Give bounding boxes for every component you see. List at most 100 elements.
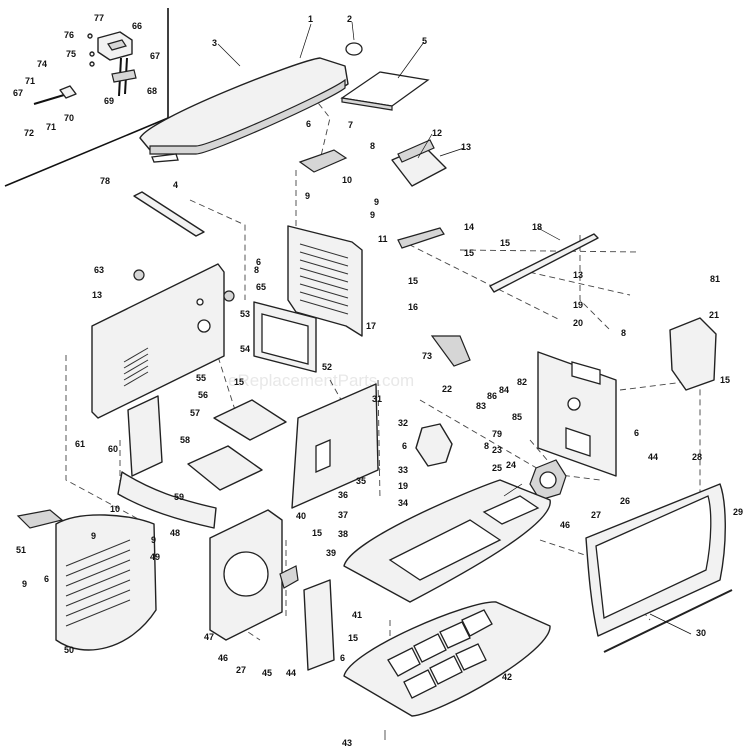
callout-6f: 6 bbox=[44, 574, 49, 584]
callout-20: 20 bbox=[573, 318, 583, 328]
callout-9d: 9 bbox=[91, 531, 96, 541]
callout-57: 57 bbox=[190, 408, 200, 418]
callout-15c: 15 bbox=[408, 276, 418, 286]
callout-6a: 6 bbox=[306, 119, 311, 129]
callout-53: 53 bbox=[240, 309, 250, 319]
callout-15a: 15 bbox=[464, 248, 474, 258]
callout-24: 24 bbox=[506, 460, 516, 470]
callout-86: 86 bbox=[487, 391, 497, 401]
callout-67a: 67 bbox=[150, 51, 160, 61]
grille-panel-17 bbox=[287, 225, 363, 337]
callout-13b: 13 bbox=[92, 290, 102, 300]
callout-18: 18 bbox=[532, 222, 542, 232]
filter-24-core bbox=[539, 471, 557, 489]
cap-2 bbox=[345, 42, 363, 56]
callout-56: 56 bbox=[198, 390, 208, 400]
callout-9c: 9 bbox=[370, 210, 375, 220]
handle-73 bbox=[430, 335, 471, 367]
callout-67b: 67 bbox=[13, 88, 23, 98]
callout-58: 58 bbox=[180, 435, 190, 445]
callout-82: 82 bbox=[517, 377, 527, 387]
callout-76: 76 bbox=[64, 30, 74, 40]
callout-50: 50 bbox=[64, 645, 74, 655]
callout-32: 32 bbox=[398, 418, 408, 428]
callout-79: 79 bbox=[492, 429, 502, 439]
callout-74: 74 bbox=[37, 59, 47, 69]
bracket-14 bbox=[397, 227, 445, 249]
callout-25: 25 bbox=[492, 463, 502, 473]
callout-23: 23 bbox=[492, 445, 502, 455]
callout-75: 75 bbox=[66, 49, 76, 59]
callout-37: 37 bbox=[338, 510, 348, 520]
gasket-30 bbox=[603, 589, 733, 653]
callout-8b: 8 bbox=[254, 265, 259, 275]
callout-35: 35 bbox=[356, 476, 366, 486]
bracket-41 bbox=[303, 579, 335, 671]
callout-84: 84 bbox=[499, 385, 509, 395]
callout-61: 61 bbox=[75, 439, 85, 449]
callout-7: 7 bbox=[348, 120, 353, 130]
insulation-31 bbox=[291, 383, 379, 509]
callout-78: 78 bbox=[100, 176, 110, 186]
callout-39: 39 bbox=[326, 548, 336, 558]
callout-15d: 15 bbox=[234, 377, 244, 387]
watermark: eReplacementParts.com bbox=[228, 371, 414, 390]
callout-6d: 6 bbox=[634, 428, 639, 438]
front-panel-50 bbox=[55, 514, 157, 651]
callout-14: 14 bbox=[464, 222, 474, 232]
insulation-pad-5-edge bbox=[341, 97, 393, 111]
door-29 bbox=[585, 483, 726, 637]
callout-54: 54 bbox=[240, 344, 250, 354]
callout-27a: 27 bbox=[591, 510, 601, 520]
callout-6b: 6 bbox=[256, 257, 261, 267]
callout-13c: 13 bbox=[573, 270, 583, 280]
callout-19a: 19 bbox=[573, 300, 583, 310]
callout-5: 5 bbox=[422, 36, 427, 46]
callout-26: 26 bbox=[620, 496, 630, 506]
tray-58 bbox=[187, 445, 263, 491]
callout-46b: 46 bbox=[218, 653, 228, 663]
callout-16: 16 bbox=[408, 302, 418, 312]
callout-9f: 9 bbox=[22, 579, 27, 589]
callout-44a: 44 bbox=[648, 452, 658, 462]
grommet-65 bbox=[223, 290, 235, 302]
callout-59: 59 bbox=[174, 492, 184, 502]
callout-49: 49 bbox=[150, 552, 160, 562]
callout-9b: 9 bbox=[374, 197, 379, 207]
callout-8a: 8 bbox=[370, 141, 375, 151]
callout-43: 43 bbox=[342, 738, 352, 748]
callout-4: 4 bbox=[173, 180, 178, 190]
top-cover bbox=[139, 57, 349, 155]
callout-83: 83 bbox=[476, 401, 486, 411]
callout-81: 81 bbox=[710, 274, 720, 284]
callout-36: 36 bbox=[338, 490, 348, 500]
callout-30: 30 bbox=[696, 628, 706, 638]
callout-10b: 10 bbox=[110, 504, 120, 514]
callout-71b: 71 bbox=[46, 122, 56, 132]
insulation-48 bbox=[117, 471, 217, 529]
callout-2: 2 bbox=[347, 14, 352, 24]
callout-8d: 8 bbox=[484, 441, 489, 451]
callout-34: 34 bbox=[398, 498, 408, 508]
callout-27b: 27 bbox=[236, 665, 246, 675]
callout-19b: 19 bbox=[398, 481, 408, 491]
grommet-63 bbox=[133, 269, 145, 281]
callout-55: 55 bbox=[196, 373, 206, 383]
side-panel-20 bbox=[537, 351, 617, 477]
callout-70: 70 bbox=[64, 113, 74, 123]
tray-57 bbox=[213, 399, 287, 441]
rail-18 bbox=[489, 233, 599, 293]
latch-51 bbox=[16, 509, 64, 529]
callout-60: 60 bbox=[108, 444, 118, 454]
callout-22: 22 bbox=[442, 384, 452, 394]
regulator-32 bbox=[415, 423, 453, 467]
seal-40 bbox=[279, 565, 299, 589]
callout-1: 1 bbox=[308, 14, 313, 24]
hinge-bracket bbox=[298, 149, 348, 173]
callout-21: 21 bbox=[709, 310, 719, 320]
callout-12: 12 bbox=[432, 128, 442, 138]
callout-29: 29 bbox=[733, 507, 743, 517]
callout-73: 73 bbox=[422, 351, 432, 361]
callout-52: 52 bbox=[322, 362, 332, 372]
